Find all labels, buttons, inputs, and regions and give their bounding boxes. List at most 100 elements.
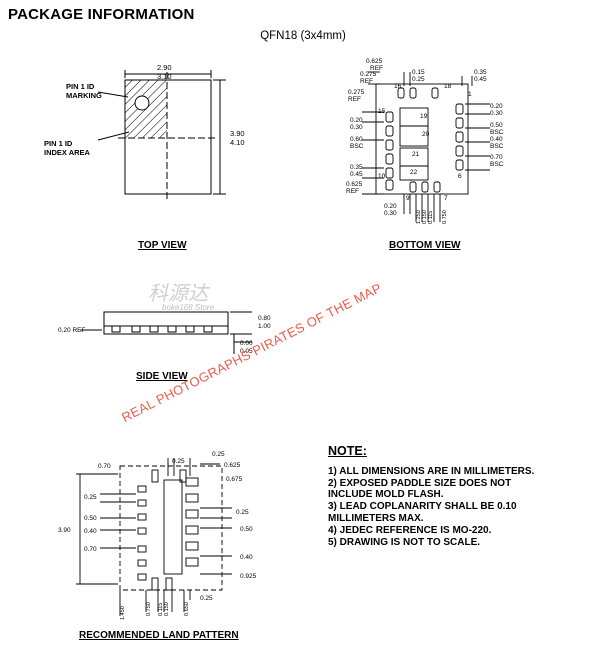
bottom-view-drawing <box>362 71 490 222</box>
lp-dim: 0.925 <box>240 573 257 580</box>
bv-dim: 0.35 <box>350 164 363 171</box>
bv-dim: BSC <box>490 161 504 168</box>
sv-dim: 1.00 <box>258 323 271 330</box>
bv-dim: 0.275 <box>360 71 377 78</box>
bv-vdim: 0.115 <box>428 211 434 224</box>
lp-vdim: 1.450 <box>120 606 126 620</box>
note-line: 1) ALL DIMENSIONS ARE IN MILLIMETERS. <box>328 465 535 477</box>
top-view-drawing <box>97 70 226 200</box>
sv-dim: 0.20 REF <box>58 327 85 334</box>
top-height-min: 3.90 <box>230 129 245 138</box>
pin1-marking-line2: MARKING <box>66 91 102 100</box>
bv-dim: 0.50 <box>490 122 503 129</box>
pin-label: 16 <box>394 83 402 90</box>
bv-vdim: 0.750 <box>442 210 448 224</box>
bv-dim: REF <box>360 78 373 85</box>
bv-dim: 0.20 <box>384 203 397 210</box>
note-line: 4) JEDEC REFERENCE IS MO-220. <box>328 524 492 536</box>
bv-dim: 0.20 <box>490 103 503 110</box>
bv-dim: REF <box>348 96 361 103</box>
side-view-drawing <box>80 311 252 354</box>
pin1-index-line2: INDEX AREA <box>44 148 91 157</box>
bv-dim: 0.30 <box>384 210 397 217</box>
bv-dim: 0.70 <box>490 154 503 161</box>
note-line: 5) DRAWING IS NOT TO SCALE. <box>328 536 481 548</box>
lp-dim: 0.50 <box>84 515 97 522</box>
lp-vdim: 0.750 <box>146 602 152 616</box>
notes-block: NOTE: 1) ALL DIMENSIONS ARE IN MILLIMETE… <box>328 444 568 548</box>
bv-dim: 0.60 <box>350 136 363 143</box>
pin-label: 20 <box>422 131 430 138</box>
sv-dim: 0.05 <box>240 348 253 355</box>
pin-label: 10 <box>378 173 386 180</box>
lp-dim: 0.25 <box>212 451 225 458</box>
lp-dim: 0.40 <box>84 528 97 535</box>
pin-label: 9 <box>406 195 410 202</box>
lp-dim: 0.25 <box>84 494 97 501</box>
bv-dim: 0.40 <box>490 136 503 143</box>
lp-vdim: 0.150 <box>164 602 170 616</box>
bv-vdim: 1.250 <box>416 210 422 224</box>
package-name: QFN18 (3x4mm) <box>260 30 346 42</box>
lp-vdim: 0.650 <box>184 602 190 616</box>
note-line: 3) LEAD COPLANARITY SHALL BE 0.10 <box>328 501 517 513</box>
bv-dim: 0.625 <box>346 181 363 188</box>
bv-dim: BSC <box>490 129 504 136</box>
bv-dim: BSC <box>350 143 364 150</box>
bv-dim: 0.35 <box>474 69 487 76</box>
bottom-view-caption: BOTTOM VIEW <box>389 240 461 251</box>
lp-dim: 0.50 <box>240 526 253 533</box>
land-pattern-caption: RECOMMENDED LAND PATTERN <box>79 630 239 641</box>
top-width-max: 2.90 <box>157 63 172 72</box>
pin1-index-line1: PIN 1 ID <box>44 139 73 148</box>
bv-dim: 0.45 <box>474 76 487 83</box>
lp-dim: 0.70 <box>98 463 111 470</box>
pin-label: 6 <box>458 173 462 180</box>
pin-label: 18 <box>444 83 452 90</box>
land-pattern-drawing <box>76 458 232 616</box>
top-height-max: 4.10 <box>230 138 245 147</box>
lp-dim: 0.675 <box>226 476 243 483</box>
bv-dim: REF <box>346 188 359 195</box>
bv-dim: 0.20 <box>350 117 363 124</box>
pin-label: 21 <box>412 151 420 158</box>
pin-label: 7 <box>444 195 448 202</box>
sv-dim: 0.00 <box>240 340 253 347</box>
bv-dim: 0.45 <box>350 171 363 178</box>
lp-vdim: 0.115 <box>158 603 164 616</box>
bv-dim: 0.275 <box>348 89 365 96</box>
lp-dim: 0.25 <box>236 509 249 516</box>
bv-dim: 0.30 <box>350 124 363 131</box>
bv-dim: 0.15 <box>412 69 425 76</box>
note-line: MILLIMETERS MAX. <box>328 512 424 524</box>
page-title: PACKAGE INFORMATION <box>8 6 195 23</box>
lp-dim: 0.625 <box>224 462 241 469</box>
note-line: 2) EXPOSED PADDLE SIZE DOES NOT <box>328 477 512 489</box>
watermark-store: boke168 Store <box>162 303 215 312</box>
pin-label: 22 <box>410 169 418 176</box>
lp-dim: 0.25 <box>200 595 213 602</box>
pin-label: 19 <box>420 113 428 120</box>
lp-dim: 0.70 <box>84 546 97 553</box>
bv-vdim: 0.150 <box>422 210 428 224</box>
bv-dim: 0.30 <box>490 110 503 117</box>
bv-dim: BSC <box>490 143 504 150</box>
lp-dim: 0.25 <box>172 458 185 465</box>
watermark-chinese: 科源达 <box>148 281 208 305</box>
pin-label: 1 <box>468 91 472 98</box>
pin1-marking-line1: PIN 1 ID <box>66 82 95 91</box>
bv-dim: 0.25 <box>412 76 425 83</box>
bv-dim: 0.625 <box>366 58 383 65</box>
lp-dim: 3.90 <box>58 527 71 534</box>
pin-label: 15 <box>378 108 386 115</box>
side-view-caption: SIDE VIEW <box>136 371 188 382</box>
note-line: INCLUDE MOLD FLASH. <box>328 489 444 501</box>
lp-dim: 0.40 <box>240 554 253 561</box>
notes-heading: NOTE: <box>328 444 367 458</box>
top-view-caption: TOP VIEW <box>138 240 187 251</box>
sv-dim: 0.80 <box>258 315 271 322</box>
bv-dim: REF <box>370 65 383 72</box>
top-width-min: 3.10 <box>157 72 172 81</box>
